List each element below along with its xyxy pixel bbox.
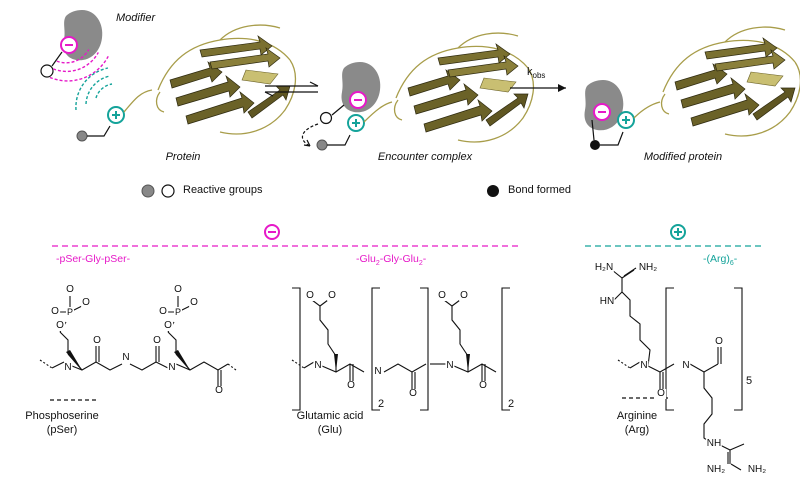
glutamic-acid-structure bbox=[291, 287, 510, 411]
glu-repeat-1: 2 bbox=[378, 398, 385, 410]
legend-grey-dot bbox=[141, 184, 155, 198]
sequence-glu: -Glu2-Gly-Glu2- bbox=[356, 253, 427, 268]
modified-protein-label: Modified protein bbox=[643, 151, 723, 163]
legend-bond-label: Bond formed bbox=[508, 184, 571, 196]
arg-name: Arginine bbox=[616, 410, 658, 422]
pser-name: Phosphoserine bbox=[25, 410, 99, 422]
arginine-structure bbox=[611, 267, 745, 471]
reactive-group-grey bbox=[76, 130, 88, 142]
legend-open-dot bbox=[161, 184, 175, 198]
glu-name: Glutamic acid bbox=[296, 410, 364, 422]
glu-abbr: (Glu) bbox=[317, 424, 343, 436]
pser-abbr: (pSer) bbox=[46, 424, 78, 436]
reaction-arrow-icon bbox=[510, 84, 566, 92]
equilibrium-arrow-icon bbox=[264, 81, 319, 97]
reactive-group-open bbox=[40, 64, 54, 78]
rate-constant-label: kobs bbox=[527, 66, 546, 81]
arg-abbr: (Arg) bbox=[624, 424, 650, 436]
encounter-complex-label: Encounter complex bbox=[377, 151, 473, 163]
sequence-arg: -(Arg)6- bbox=[703, 253, 738, 268]
legend-reactive-label: Reactive groups bbox=[183, 184, 263, 196]
sequence-pser: -pSer-Gly-pSer- bbox=[56, 253, 131, 265]
legend-black-dot bbox=[487, 185, 499, 197]
glu-repeat-2: 2 bbox=[508, 398, 515, 410]
protein-ribbon-icon bbox=[155, 24, 297, 135]
protein-label: Protein bbox=[165, 151, 201, 163]
modifier-label: Modifier bbox=[116, 12, 156, 24]
arg-repeat: 5 bbox=[746, 375, 753, 387]
